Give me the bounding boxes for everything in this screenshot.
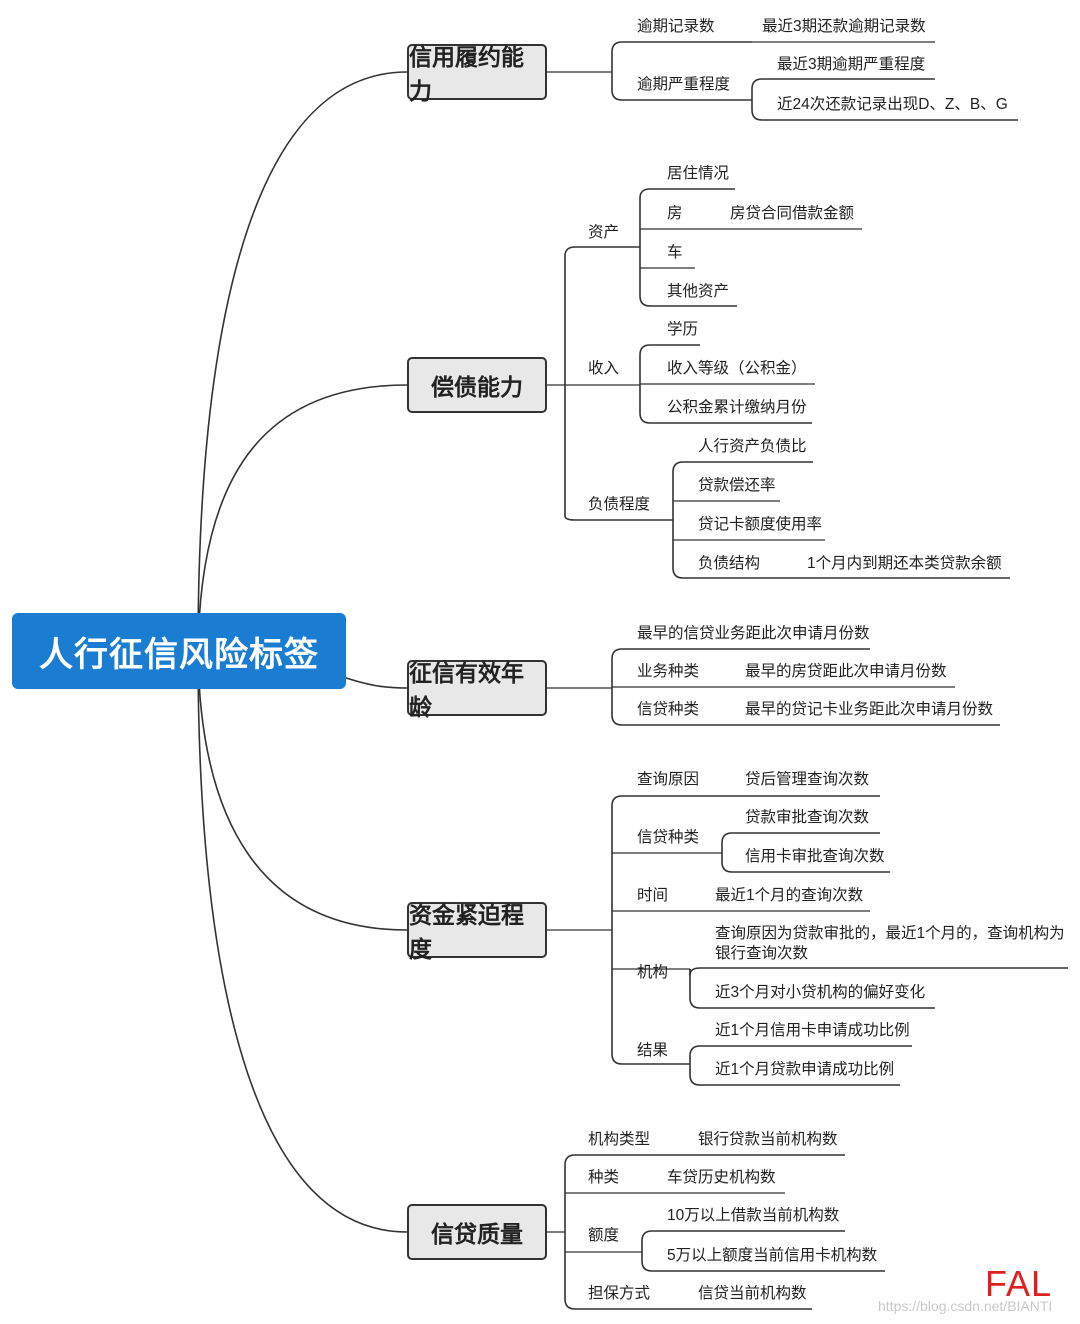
node-debt-level[interactable]: 负债程度 xyxy=(588,496,651,513)
root-node[interactable]: 人行征信风险标签 xyxy=(12,613,346,689)
leaf-bank-query-count-line2[interactable]: 银行查询次数 xyxy=(715,945,809,962)
leaf-mortgage-amount[interactable]: 房贷合同借款金额 xyxy=(730,205,855,222)
node-query-credit-type[interactable]: 信贷种类 xyxy=(637,829,700,846)
node-house[interactable]: 房 xyxy=(667,205,683,222)
leaf-car[interactable]: 车 xyxy=(667,244,683,261)
branch-debt-capacity[interactable]: 偿债能力 xyxy=(407,357,547,413)
node-query-reason[interactable]: 查询原因 xyxy=(637,771,700,788)
leaf-due-loan-balance[interactable]: 1个月内到期还本类贷款余额 xyxy=(807,555,1002,572)
csdn-watermark: https://blog.csdn.net/BIANTI xyxy=(878,1298,1053,1314)
branch-credit-quality[interactable]: 信贷质量 xyxy=(407,1204,547,1260)
leaf-fund-months[interactable]: 公积金累计缴纳月份 xyxy=(667,399,807,416)
leaf-overdue-count-3[interactable]: 最近3期还款逾期记录数 xyxy=(762,18,926,35)
branch-credit-age[interactable]: 征信有效年龄 xyxy=(407,660,547,720)
node-business-type[interactable]: 业务种类 xyxy=(637,663,700,680)
node-assets[interactable]: 资产 xyxy=(588,224,620,241)
leaf-income-level[interactable]: 收入等级（公积金） xyxy=(667,360,807,377)
node-income[interactable]: 收入 xyxy=(588,360,620,377)
node-institution-type[interactable]: 机构类型 xyxy=(588,1131,651,1148)
leaf-bank-loan-institutions[interactable]: 银行贷款当前机构数 xyxy=(698,1131,838,1148)
node-overdue-count[interactable]: 逾期记录数 xyxy=(637,18,715,35)
leaf-asset-debt-ratio[interactable]: 人行资产负债比 xyxy=(698,438,807,455)
leaf-loan-repay-rate[interactable]: 贷款偿还率 xyxy=(698,477,776,494)
leaf-loan-success-ratio[interactable]: 近1个月贷款申请成功比例 xyxy=(715,1061,895,1078)
leaf-50k-card-institutions[interactable]: 5万以上额度当前信用卡机构数 xyxy=(667,1247,878,1264)
leaf-car-loan-institutions[interactable]: 车贷历史机构数 xyxy=(667,1169,776,1186)
leaf-card-success-ratio[interactable]: 近1个月信用卡申请成功比例 xyxy=(715,1022,910,1039)
node-guarantee-type[interactable]: 担保方式 xyxy=(588,1285,651,1302)
leaf-repay-record-24[interactable]: 近24次还款记录出现D、Z、B、G xyxy=(777,96,1008,113)
leaf-credit-institutions[interactable]: 信贷当前机构数 xyxy=(698,1285,807,1302)
node-institution[interactable]: 机构 xyxy=(637,964,669,981)
leaf-card-usage-rate[interactable]: 贷记卡额度使用率 xyxy=(698,516,823,533)
node-amount[interactable]: 额度 xyxy=(588,1227,620,1244)
leaf-bank-query-count-line1[interactable]: 查询原因为贷款审批的，最近1个月的，查询机构为 xyxy=(715,925,1065,942)
branch-funding-urgency[interactable]: 资金紧迫程度 xyxy=(407,902,547,962)
leaf-earliest-mortgage[interactable]: 最早的房贷距此次申请月份数 xyxy=(745,663,947,680)
leaf-education[interactable]: 学历 xyxy=(667,321,699,338)
fal-logo: FAL xyxy=(985,1263,1053,1304)
leaf-loan-approval-queries[interactable]: 贷款审批查询次数 xyxy=(745,809,870,826)
node-overdue-severity[interactable]: 逾期严重程度 xyxy=(637,76,731,93)
leaf-earliest-card[interactable]: 最早的贷记卡业务距此次申请月份数 xyxy=(745,701,994,718)
leaf-other-assets[interactable]: 其他资产 xyxy=(667,283,730,300)
node-category[interactable]: 种类 xyxy=(588,1169,620,1186)
leaf-small-loan-preference[interactable]: 近3个月对小贷机构的偏好变化 xyxy=(715,984,926,1001)
leaf-overdue-severity-3[interactable]: 最近3期逾期严重程度 xyxy=(777,56,926,73)
leaf-100k-loan-institutions[interactable]: 10万以上借款当前机构数 xyxy=(667,1207,840,1224)
node-time[interactable]: 时间 xyxy=(637,887,669,904)
leaf-recent-month-queries[interactable]: 最近1个月的查询次数 xyxy=(715,887,864,904)
node-result[interactable]: 结果 xyxy=(637,1042,669,1059)
node-debt-structure[interactable]: 负债结构 xyxy=(698,555,761,572)
leaf-card-approval-queries[interactable]: 信用卡审批查询次数 xyxy=(745,848,885,865)
leaf-earliest-credit[interactable]: 最早的信贷业务距此次申请月份数 xyxy=(637,625,870,642)
leaf-post-loan-queries[interactable]: 贷后管理查询次数 xyxy=(745,771,870,788)
leaf-residence[interactable]: 居住情况 xyxy=(667,165,730,182)
branch-credit-performance[interactable]: 信用履约能力 xyxy=(407,44,547,104)
node-credit-type[interactable]: 信贷种类 xyxy=(637,701,700,718)
